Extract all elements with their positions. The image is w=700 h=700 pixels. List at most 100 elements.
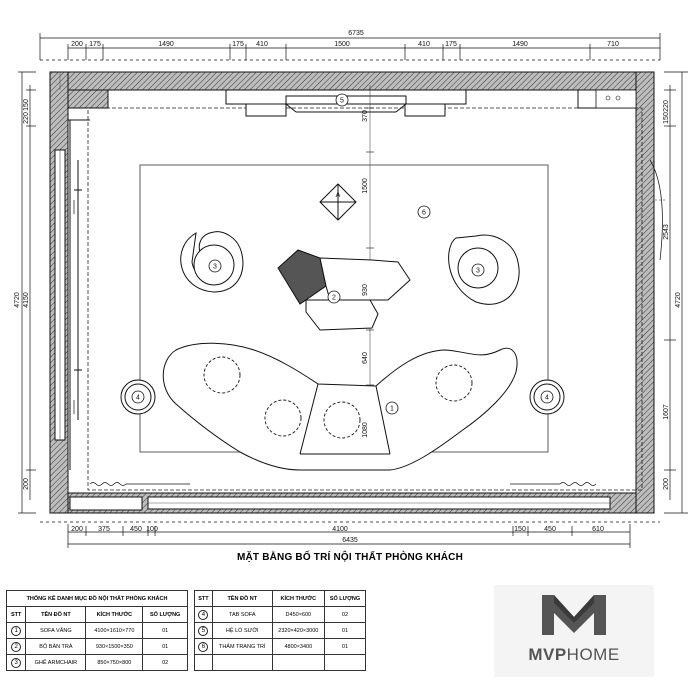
- bottom-dim-450-right: 450: [544, 526, 556, 533]
- bottom-dim-200: 200: [71, 526, 83, 533]
- row-name: SOFA VĂNG: [25, 622, 87, 639]
- bottom-dimension-lines: [40, 521, 660, 548]
- marker-4-left: 4: [136, 395, 140, 402]
- table-row: 6 THẢM TRANG TRÍ 4800×3400 01: [194, 638, 367, 655]
- curtain-lines: [73, 200, 597, 486]
- logo-text-bold: MVP: [528, 645, 567, 664]
- markers: [131, 93, 554, 415]
- coffee-table-set: [277, 249, 411, 331]
- top-dim-10: 710: [607, 41, 619, 48]
- top-dim-1: 200: [71, 41, 83, 48]
- sink-tap-icon: [605, 95, 611, 101]
- logo-text: MVPHOME: [494, 645, 654, 665]
- top-dim-5: 410: [256, 41, 268, 48]
- row-name: THẢM TRANG TRÍ: [211, 638, 273, 655]
- header-qty: SỐ LƯỢNG: [142, 606, 188, 623]
- elevation-marker-icon: [319, 183, 357, 221]
- row-size: D450×600: [271, 606, 325, 623]
- right-dim-1607: 1607: [663, 404, 670, 420]
- elevation-label: A: [336, 192, 341, 199]
- table-row: 5 HỆ LÒ SƯỞI 2320×420×3000 01: [194, 622, 367, 639]
- inner-dashed-boundary: [87, 107, 643, 491]
- left-wall-partitions: [67, 89, 109, 470]
- sink-drain-icon: [615, 95, 621, 101]
- row-size: 4100×1610×770: [85, 622, 144, 639]
- inner-dim-640: 640: [362, 352, 369, 364]
- row-name: [211, 654, 273, 671]
- right-dim-200: 200: [663, 478, 670, 490]
- row-number: 5: [198, 625, 209, 636]
- header-size: KÍCH THƯỚC: [85, 606, 144, 623]
- row-number: [194, 654, 213, 671]
- left-overall-dimension: 4720: [14, 292, 21, 308]
- table-row: 4 TAB SOFA D450×600 02: [194, 606, 367, 623]
- bottom-dim-4100: 4100: [332, 526, 348, 533]
- inner-dimension-ticks: [366, 107, 374, 471]
- table-row: 3 GHẾ ARMCHAIR 850×750×800 02: [5, 654, 188, 671]
- left-dim-200: 200: [23, 478, 30, 490]
- drawing-title: MẶT BẰNG BỐ TRÍ NỘI THẤT PHÒNG KHÁCH: [236, 552, 464, 563]
- marker-3-right: 3: [476, 268, 480, 275]
- bottom-dim-150: 150: [514, 526, 526, 533]
- sofa-cushion-marks: [203, 356, 473, 439]
- marker-3-left: 3: [213, 264, 217, 271]
- row-qty: 02: [323, 606, 367, 623]
- walls: [49, 71, 655, 514]
- header-stt: STT: [194, 590, 213, 607]
- bottom-dim-610: 610: [592, 526, 604, 533]
- right-dim-2543: 2543: [663, 224, 670, 240]
- row-qty: 02: [142, 654, 188, 671]
- row-name: GHẾ ARMCHAIR: [25, 654, 87, 671]
- top-dimension-lines: [39, 33, 661, 61]
- inner-dim-930: 930: [362, 284, 369, 296]
- top-dim-9: 1490: [512, 41, 528, 48]
- top-dim-3: 1490: [158, 41, 174, 48]
- header-stt: STT: [5, 606, 27, 623]
- inner-dim-1080: 1080: [362, 422, 369, 438]
- row-number: 4: [198, 609, 209, 620]
- top-dim-2: 175: [89, 41, 101, 48]
- inner-dim-1500: 1500: [362, 178, 369, 194]
- row-name: HỆ LÒ SƯỞI: [211, 622, 273, 639]
- top-overall-dimension: 6735: [348, 30, 364, 37]
- row-size: 2320×420×3000: [271, 622, 325, 639]
- logo-m-icon: [542, 595, 606, 635]
- row-qty: 01: [323, 622, 367, 639]
- table-row: [194, 654, 367, 671]
- row-name: TAB SOFA: [211, 606, 273, 623]
- row-qty: 01: [142, 638, 188, 655]
- row-number: 1: [11, 625, 22, 636]
- marker-1: 1: [390, 406, 394, 413]
- row-qty: 01: [323, 638, 367, 655]
- bottom-dim-100: 100: [146, 526, 158, 533]
- left-dimension-lines: [18, 71, 36, 514]
- furniture-schedule-right: STT TÊN ĐỒ NT KÍCH THƯỚC SỐ LƯỢNG 4 TAB …: [194, 590, 367, 671]
- top-dim-6: 1500: [334, 41, 350, 48]
- right-overall-dimension: 4720: [675, 292, 682, 308]
- table-row: 1 SOFA VĂNG 4100×1610×770 01: [5, 622, 188, 639]
- bottom-overall-dimension: 6435: [342, 537, 358, 544]
- row-qty: [323, 654, 367, 671]
- left-dim-220: 220: [23, 112, 30, 124]
- marker-6: 6: [422, 210, 426, 217]
- row-size: 4800×3400: [271, 638, 325, 655]
- left-inner-dimension: 4150: [23, 292, 30, 308]
- row-size: [271, 654, 325, 671]
- header-qty: SỐ LƯỢNG: [323, 590, 367, 607]
- row-number: 6: [198, 641, 209, 652]
- furniture-schedule-left: THỐNG KÊ DANH MỤC ĐỒ NỘI THẤT PHÒNG KHÁC…: [5, 590, 188, 671]
- row-qty: 01: [142, 622, 188, 639]
- row-number: 2: [11, 641, 22, 652]
- marker-4-right: 4: [545, 395, 549, 402]
- schedule-title: THỐNG KÊ DANH MỤC ĐỒ NỘI THẤT PHÒNG KHÁC…: [6, 590, 188, 607]
- inner-dim-370: 370: [362, 110, 369, 122]
- sofa-sectional: [162, 342, 518, 471]
- window-arc: [649, 159, 663, 261]
- brand-logo: MVPHOME: [494, 585, 654, 677]
- right-dimension-lines: [664, 71, 688, 514]
- logo-text-light: HOME: [566, 645, 620, 664]
- right-dim-220: 220: [663, 100, 670, 112]
- top-dim-4: 175: [232, 41, 244, 48]
- row-number: 3: [11, 657, 22, 668]
